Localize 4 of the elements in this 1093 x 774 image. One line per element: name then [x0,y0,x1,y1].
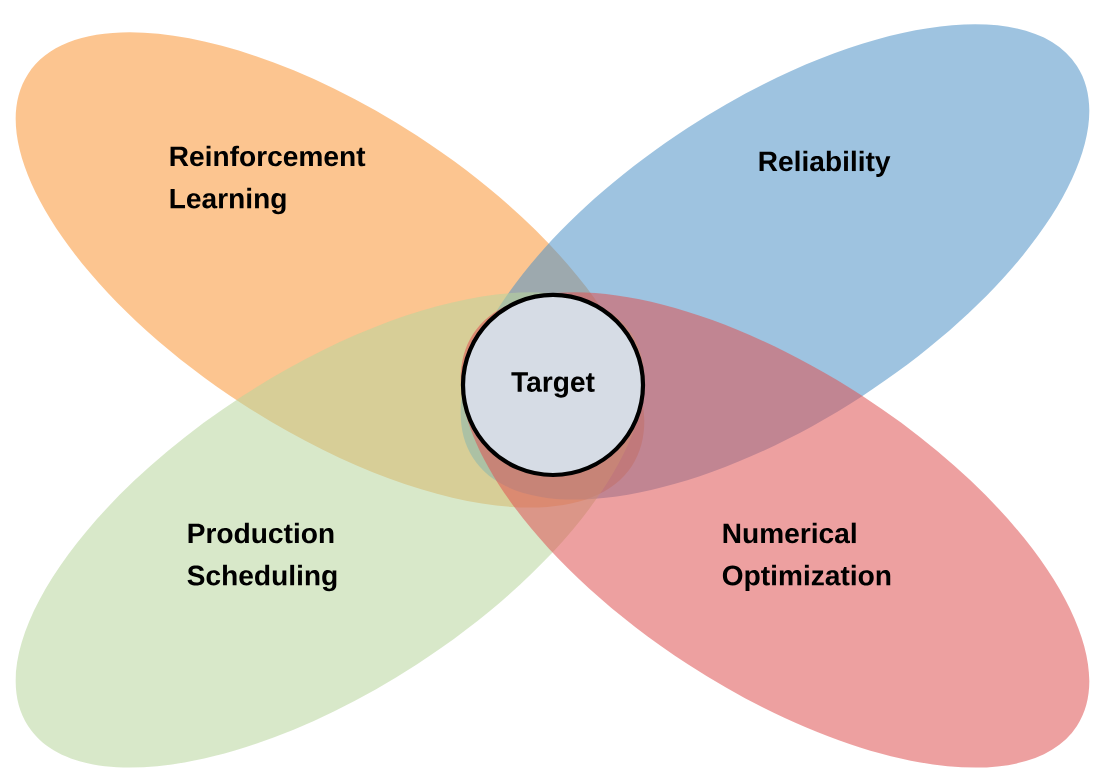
ellipse-label: Numerical Optimization [722,522,891,592]
ellipse-label: Reinforcement Learning [170,145,366,215]
ellipse-label: Production Scheduling [187,522,337,592]
ellipse-label: Reliability [759,150,891,177]
